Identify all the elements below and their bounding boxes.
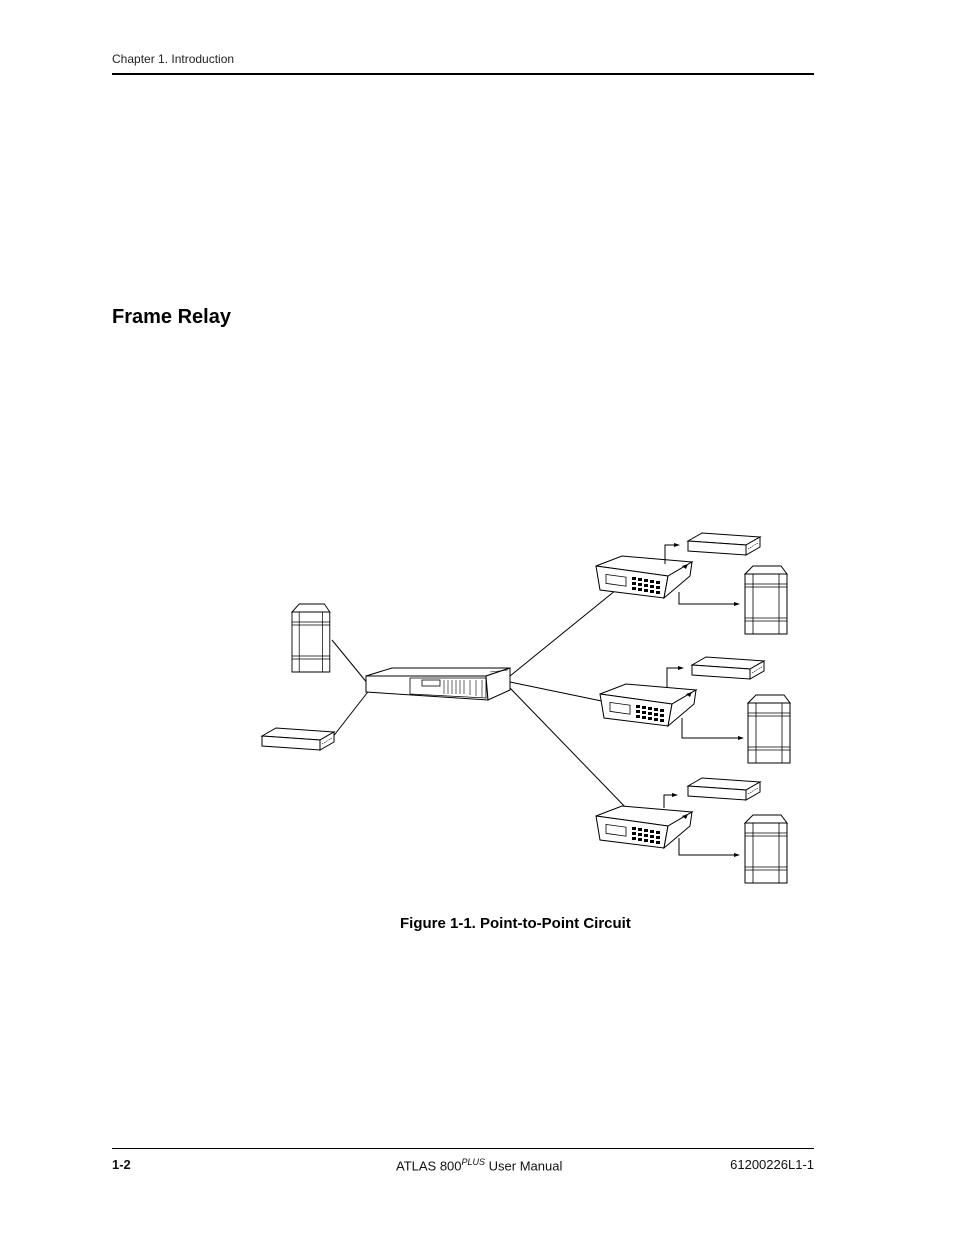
product-name: ATLAS 800	[396, 1158, 462, 1174]
footer-rule	[112, 1148, 814, 1149]
remote-site-2	[599, 656, 791, 764]
figure-caption: Figure 1-1. Point-to-Point Circuit	[400, 915, 631, 932]
header-rule	[112, 73, 814, 75]
remote-site-3	[595, 777, 788, 884]
atlas-chassis	[365, 667, 511, 701]
running-header: Chapter 1. Introduction	[112, 52, 235, 66]
left-tower-pc	[291, 603, 331, 673]
network-links	[331, 589, 631, 813]
document-number: 61200226L1-1	[730, 1157, 814, 1172]
remote-site-1	[595, 532, 788, 635]
footer-title: ATLAS 800PLUS User Manual	[396, 1157, 562, 1173]
product-superscript: PLUS	[461, 1157, 486, 1167]
page-number: 1-2	[112, 1157, 131, 1172]
section-heading: Frame Relay	[112, 306, 231, 328]
product-suffix: User Manual	[485, 1158, 563, 1174]
left-modem-box	[261, 727, 335, 751]
